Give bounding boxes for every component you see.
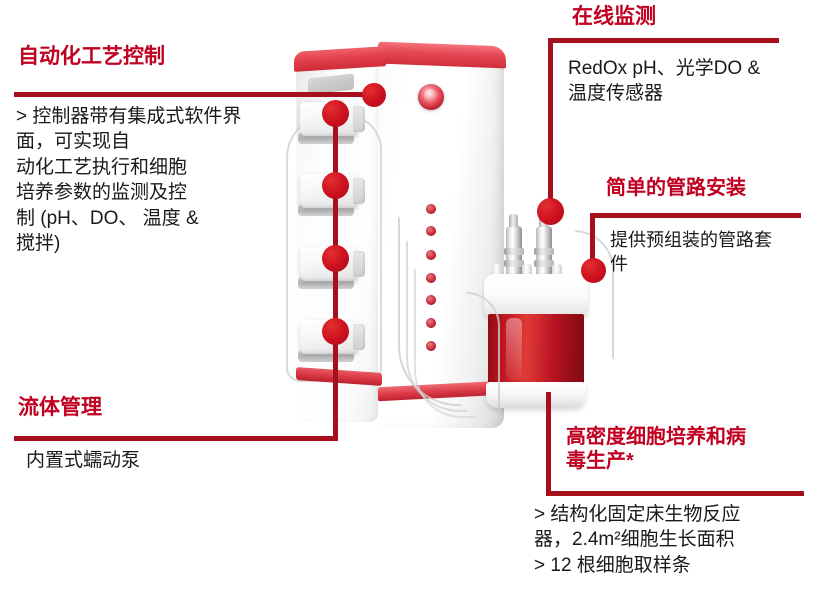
connector-dot-monitoring — [537, 198, 564, 225]
fluid-port — [426, 318, 436, 328]
connector-line-fluid-vertical — [333, 112, 338, 441]
fixed-bed-bioreactor-vessel — [466, 214, 614, 422]
callout-body-automation: > 控制器带有集成式软件界面，可实现自 动化工艺执行和细胞 培养参数的监测及控 … — [16, 106, 242, 255]
vessel-base — [486, 382, 586, 408]
callout-body-tubing: 提供预组装的管路套 件 — [610, 230, 772, 275]
probe-band — [534, 248, 554, 255]
connector-dot-pump-3 — [322, 245, 349, 272]
callout-title-tubing: 简单的管路安装 — [606, 177, 746, 199]
probe-tip — [509, 214, 518, 227]
callout-body-monitoring: RedOx pH、光学DO & 温度传感器 — [568, 58, 761, 105]
probe-band — [504, 248, 524, 255]
connector-line-highdensity-vertical — [546, 392, 551, 496]
callout-body-highdensity: > 结构化固定床生物反应 器，2.4m²细胞生长面积 > 12 根细胞取样条 — [534, 504, 741, 576]
callout-title-fluid: 流体管理 — [18, 396, 102, 419]
connector-dot-pump-4 — [322, 318, 349, 345]
connector-line-highdensity-bottom — [546, 491, 804, 496]
cap-nozzle — [522, 264, 532, 277]
probe-band — [534, 260, 554, 267]
connector-dot-pump-1 — [322, 100, 349, 127]
connector-dot-pump-2 — [322, 172, 349, 199]
connector-line-monitoring-top — [548, 38, 779, 43]
connector-line-tubing-vertical — [590, 213, 595, 275]
connector-line-tubing-top — [590, 213, 801, 218]
callout-title-highdensity: 高密度细胞培养和病 毒生产* — [566, 426, 746, 473]
callout-body-fluid: 内置式蠕动泵 — [26, 450, 141, 471]
tubing — [466, 292, 500, 412]
connector-line-monitoring-vertical — [548, 38, 553, 215]
connector-line-automation — [14, 92, 376, 97]
probe-band — [504, 260, 524, 267]
cap-nozzle — [552, 264, 562, 277]
connector-dot-automation — [362, 83, 386, 107]
sensor-probe — [504, 214, 524, 284]
connector-line-fluid — [14, 436, 338, 441]
power-indicator-light — [418, 84, 444, 110]
cap-nozzle — [492, 264, 502, 277]
callout-title-monitoring: 在线监测 — [572, 5, 656, 28]
callout-title-automation: 自动化工艺控制 — [18, 45, 165, 68]
connector-dot-tubing — [581, 258, 606, 283]
fluid-port — [426, 204, 436, 214]
vessel-liquid-chamber — [488, 314, 584, 386]
vessel-cap — [484, 274, 588, 316]
